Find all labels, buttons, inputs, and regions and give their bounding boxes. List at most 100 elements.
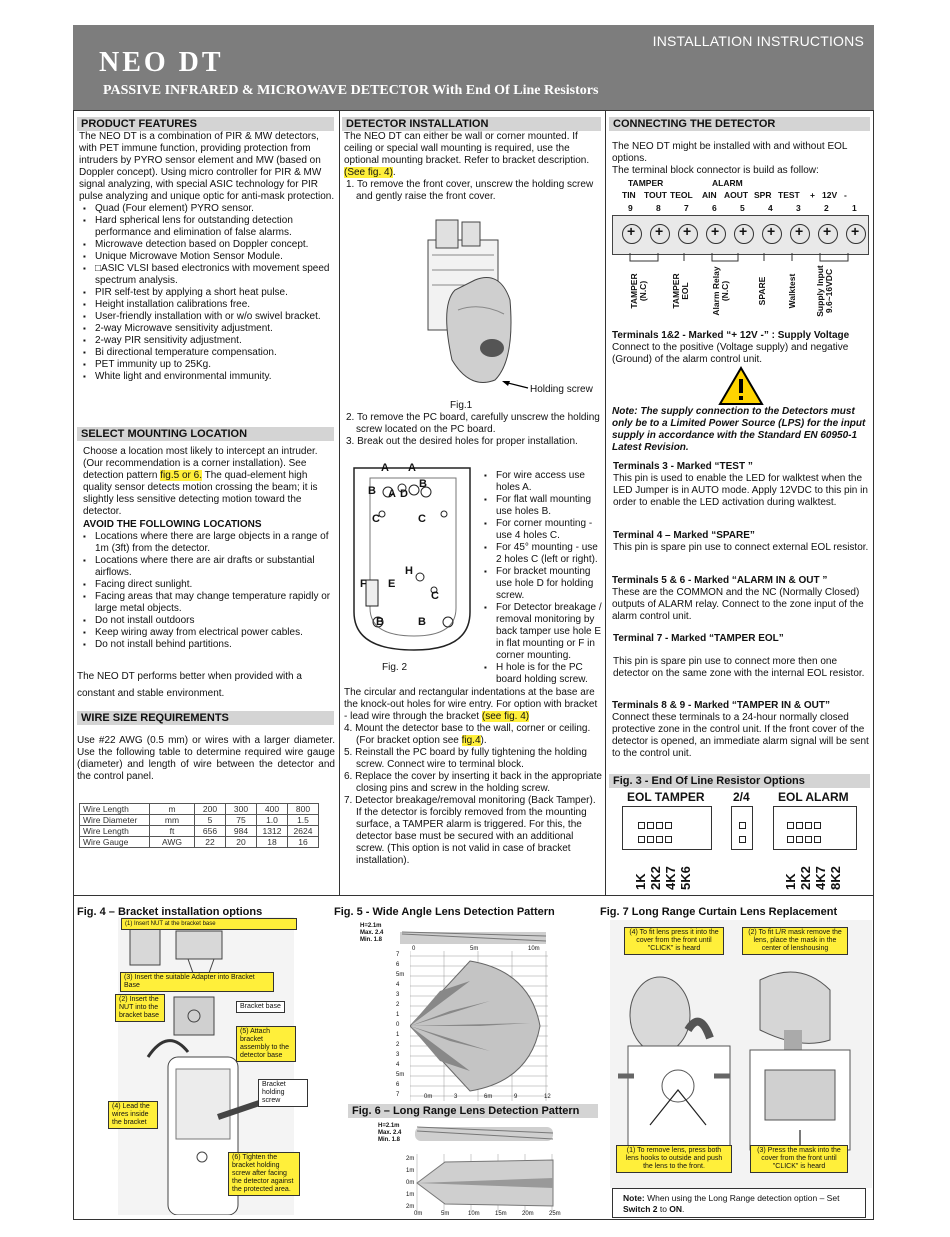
wire-size-text: Use #22 AWG (0.5 mm) or wires with a lar…: [77, 735, 335, 782]
top-tick-label: 5m: [470, 946, 479, 952]
tamper-group-label: TAMPER: [628, 178, 664, 188]
step-6: 6. Replace the cover by inserting it bac…: [344, 771, 602, 794]
installation-steps-4-7: The circular and rectangular indentation…: [344, 687, 602, 867]
y-tick-label: 0m: [406, 1180, 415, 1186]
feature-item: 2-way Microwave sensitivity adjustment.: [83, 323, 335, 335]
row-divider: [73, 895, 874, 896]
long-range-note: Note: When using the Long Range detectio…: [612, 1188, 866, 1218]
feature-item: Bi directional temperature compensation.: [83, 347, 335, 359]
terminal-number: 2: [824, 203, 829, 213]
column-divider: [339, 110, 340, 896]
x-tick-label: 3: [454, 1094, 458, 1100]
terminal-screw-icon: [706, 223, 726, 244]
fig4-caption: Fig. 4 – Bracket installation options: [77, 906, 263, 918]
mounting-location-section: Choose a location most likely to interce…: [83, 446, 335, 651]
wire-size-heading: WIRE SIZE REQUIREMENTS: [77, 711, 334, 725]
table-cell: 400: [256, 803, 288, 815]
fig1-caption: Fig.1: [450, 400, 473, 411]
step-5: 5. Reinstall the PC board by fully tight…: [344, 747, 587, 770]
features-list: Quad (Four element) PYRO sensor.Hard sph…: [79, 203, 335, 383]
fig5-wide-angle-pattern: [410, 951, 548, 1101]
table-cell: mm: [149, 814, 195, 826]
table-cell: Wire Diameter: [79, 814, 150, 826]
fig7-step3-label: (3) Press the mask into the cover from t…: [750, 1145, 848, 1173]
installation-instructions-label: INSTALLATION INSTRUCTIONS: [652, 33, 864, 49]
terminal-number: 3: [796, 203, 801, 213]
holes-list: For wire access use holes A.For flat wal…: [480, 470, 602, 686]
terminal-screw-icon: [762, 223, 782, 244]
terminal-function-label: TAMPER EOL: [671, 273, 690, 309]
terminal-name: TEOL: [670, 190, 693, 200]
table-cell: 22: [194, 836, 226, 848]
terminal-7: Terminal 7 - Marked “TAMPER EOL” This pi…: [613, 633, 865, 679]
table-cell: 20: [225, 836, 257, 848]
table-cell: 5: [194, 814, 226, 826]
avoid-item: Facing areas that may change temperature…: [83, 591, 335, 615]
feature-item: 2-way PIR sensitivity adjustment.: [83, 335, 335, 347]
alarm-group-label: ALARM: [712, 178, 743, 188]
x-tick-label: 5m: [441, 1211, 450, 1217]
table-cell: AWG: [149, 836, 195, 848]
bracket-base-label: Bracket base: [236, 1001, 285, 1013]
terminal-name: SPR: [754, 190, 772, 200]
product-features-heading: PRODUCT FEATURES: [77, 117, 334, 131]
x-tick-label: 15m: [495, 1211, 507, 1217]
hole-letter: C: [418, 513, 426, 525]
hole-letter: B: [419, 478, 427, 490]
terminal-number: 6: [712, 203, 717, 213]
resistor-value: 4K7: [813, 866, 828, 890]
hole-item: For 45° mounting - use 2 holes C (left o…: [484, 542, 602, 566]
terminal-screw-icon: [846, 223, 866, 244]
terminal-screw-icon: [734, 223, 754, 244]
table-cell: m: [149, 803, 195, 815]
top-tick-label: 0: [412, 946, 416, 952]
hole-item: For Detector breakage / removal monitori…: [484, 602, 602, 662]
feature-item: □ASIC VLSI based electronics with moveme…: [83, 263, 335, 287]
eol-alarm-label: EOL ALARM: [778, 790, 849, 804]
hole-letter: A: [381, 462, 389, 474]
terminal-number: 9: [628, 203, 633, 213]
performs-note: The NEO DT performs better when provided…: [77, 671, 302, 699]
mounting-text: Choose a location most likely to interce…: [83, 446, 318, 517]
hole-letter: A: [388, 488, 396, 500]
y-tick-label: 1m: [406, 1192, 415, 1198]
resistor-value: 5K6: [678, 866, 693, 890]
terminals-5-6: Terminals 5 & 6 - Marked “ALARM IN & OUT…: [612, 575, 864, 622]
fig4-step1-label: (1) Insert NUT at the bracket base: [121, 918, 297, 930]
y-tick-label: 5m: [396, 972, 405, 978]
hole-letter: D: [400, 488, 408, 500]
terminal-name: AIN: [702, 190, 717, 200]
table-cell: 800: [287, 803, 319, 815]
y-tick-label: 3: [396, 992, 400, 998]
feature-item: White light and environmental immunity.: [83, 371, 335, 383]
table-cell: Wire Gauge: [79, 836, 150, 848]
table-cell: 1.5: [287, 814, 319, 826]
fig5-caption: Fig. 5 - Wide Angle Lens Detection Patte…: [334, 906, 555, 918]
fig7-step4-label: (4) To fit lens press it into the cover …: [624, 927, 724, 955]
table-cell: ft: [149, 825, 195, 837]
terminal-name: TEST: [778, 190, 800, 200]
feature-item: PET immunity up to 25Kg.: [83, 359, 335, 371]
fig5-side-view: [400, 931, 547, 944]
mounting-location-heading: SELECT MOUNTING LOCATION: [77, 427, 334, 441]
terminal-name: TIN: [622, 190, 636, 200]
fig4-step4-label: (4) Lead the wires inside the bracket: [108, 1101, 158, 1129]
y-tick-label: 2: [396, 1042, 400, 1048]
hole-letter: C: [431, 590, 439, 602]
y-tick-label: 4: [396, 982, 400, 988]
resistor-value: 2K2: [798, 866, 813, 890]
warning-icon: [718, 366, 764, 405]
fig7-caption: Fig. 7 Long Range Curtain Lens Replaceme…: [600, 906, 838, 918]
step-7: 7. Detector breakage/removal monitoring …: [344, 795, 596, 866]
terminal-function-label: SPARE: [757, 276, 767, 306]
hole-letter: B: [368, 485, 376, 497]
fig4-step2-label: (2) Insert the NUT into the bracket base: [115, 994, 165, 1022]
terminal-name: -: [844, 190, 847, 200]
y-tick-label: 7: [396, 1092, 400, 1098]
detector-base-fig2: [353, 467, 471, 651]
